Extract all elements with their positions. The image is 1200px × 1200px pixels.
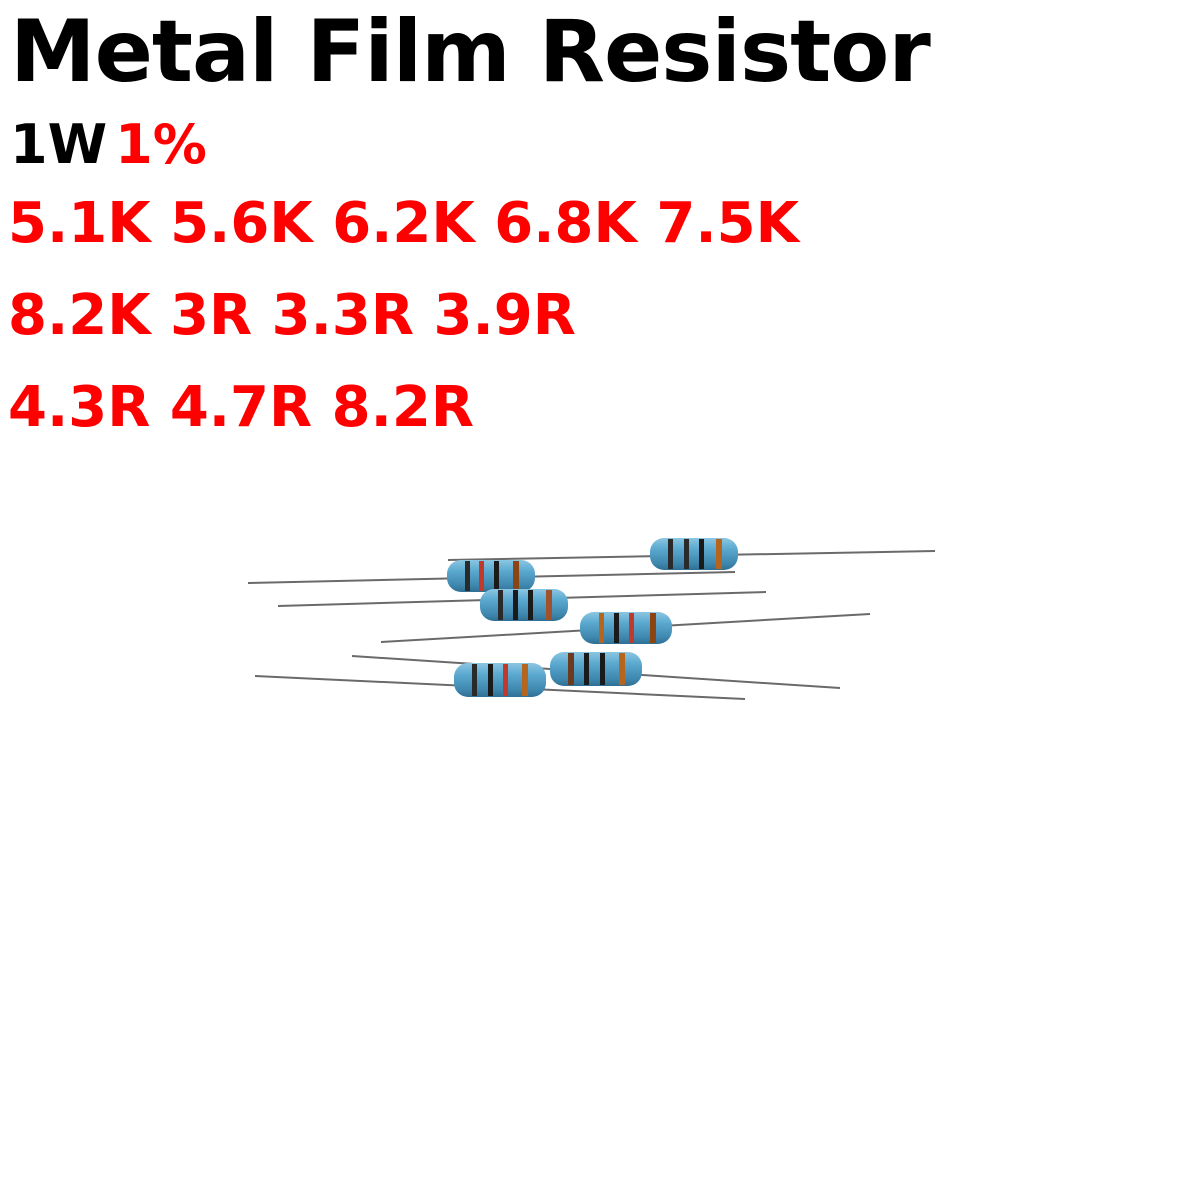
values-row: 8.2K 3R 3.3R 3.9R (8, 283, 576, 348)
power-rating: 1W (10, 113, 108, 176)
resistor (447, 538, 936, 570)
resistor (247, 560, 736, 592)
resistance-values: 5.1K 5.6K 6.2K 6.8K 7.5K 8.2K 3R 3.3R 3.… (8, 178, 799, 454)
tolerance: 1% (115, 113, 207, 176)
page-title: Metal Film Resistor (10, 2, 931, 102)
resistor (380, 612, 871, 644)
values-row: 5.1K 5.6K 6.2K 6.8K 7.5K (8, 191, 799, 256)
resistor (254, 663, 746, 700)
resistors-photo (247, 538, 936, 700)
values-row: 4.3R 4.7R 8.2R (8, 375, 474, 440)
resistor (351, 652, 841, 689)
resistor (277, 589, 767, 621)
